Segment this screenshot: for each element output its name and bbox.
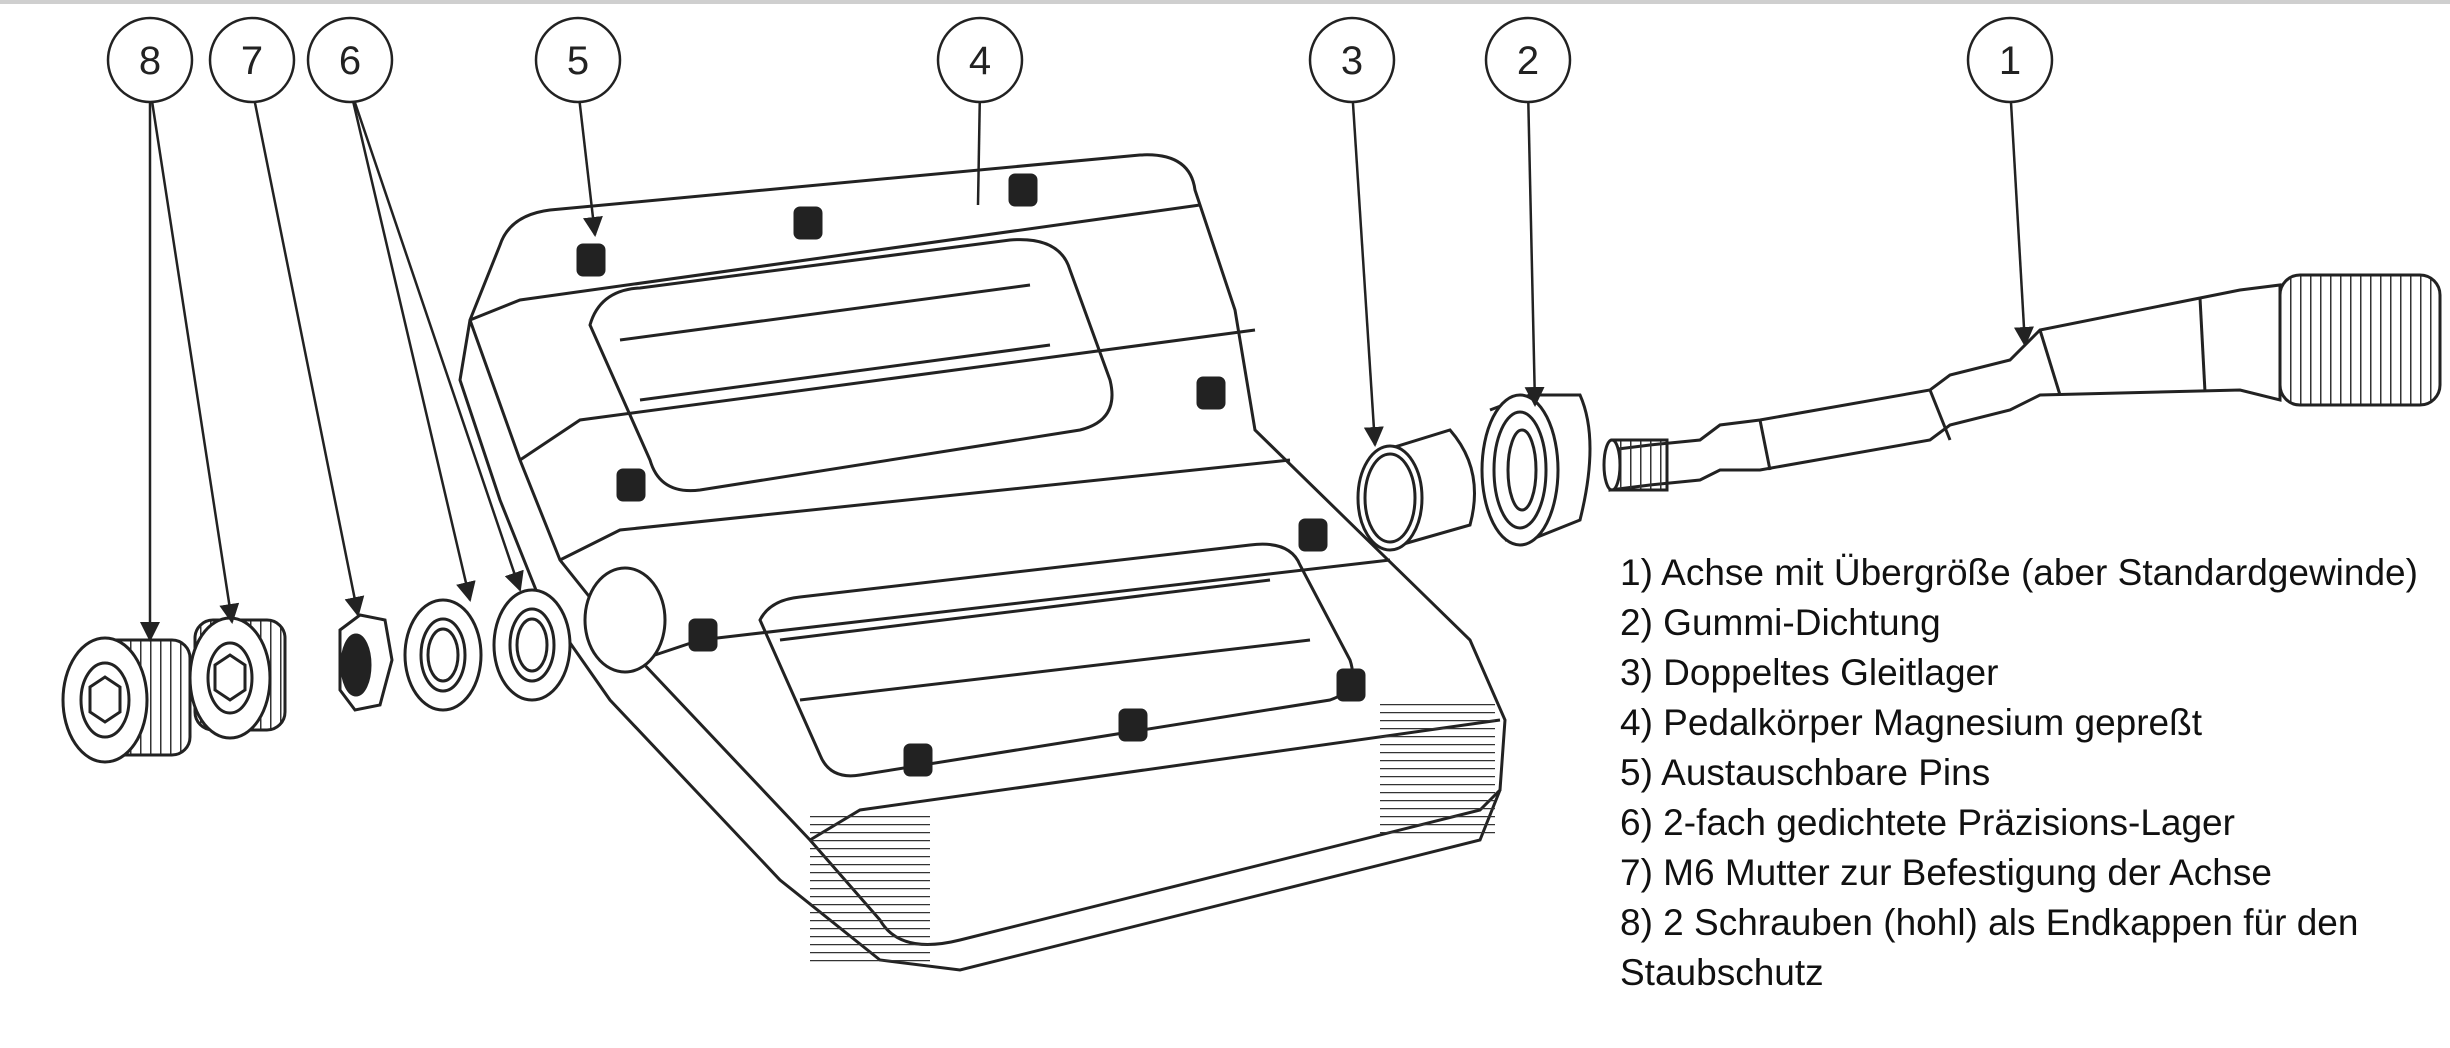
pedal-body-part (458, 153, 1507, 972)
callout-2: 2 (1517, 39, 1539, 83)
bearings-part (403, 588, 572, 712)
axle-part (1602, 273, 2442, 492)
legend-item-7: 7) M6 Mutter zur Befestigung der Achse (1620, 852, 2272, 893)
callout-4: 4 (969, 39, 991, 83)
leader-lines (140, 84, 2034, 642)
callout-labels: 1 2 3 4 5 6 7 8 (139, 39, 2021, 83)
legend-item-8: 8) 2 Schrauben (hohl) als Endkappen für … (1620, 902, 2359, 993)
end-cap-screws-part (61, 616, 287, 764)
callout-circles (106, 16, 2054, 104)
top-border (0, 0, 2450, 4)
callout-6: 6 (339, 39, 361, 83)
legend-item-5: 5) Austauschbare Pins (1620, 752, 1991, 793)
legend-item-1: 1) Achse mit Übergröße (aber Standardgew… (1620, 552, 2418, 593)
callout-5: 5 (567, 39, 589, 83)
legend-item-4: 4) Pedalkörper Magnesium gepreßt (1620, 702, 2203, 743)
rubber-seal-part (1480, 393, 1592, 547)
callout-1: 1 (1999, 39, 2021, 83)
nut-part (338, 613, 394, 712)
callout-8: 8 (139, 39, 161, 83)
callout-7: 7 (241, 39, 263, 83)
callout-3: 3 (1341, 39, 1363, 83)
pins-part (576, 173, 1366, 777)
legend-item-2: 2) Gummi-Dichtung (1620, 602, 1941, 643)
bushing-part (1356, 428, 1476, 552)
legend-item-3: 3) Doppeltes Gleitlager (1620, 652, 1999, 693)
parts-legend: 1) Achse mit Übergröße (aber Standardgew… (1620, 548, 2440, 998)
legend-item-6: 6) 2-fach gedichtete Präzisions-Lager (1620, 802, 2235, 843)
